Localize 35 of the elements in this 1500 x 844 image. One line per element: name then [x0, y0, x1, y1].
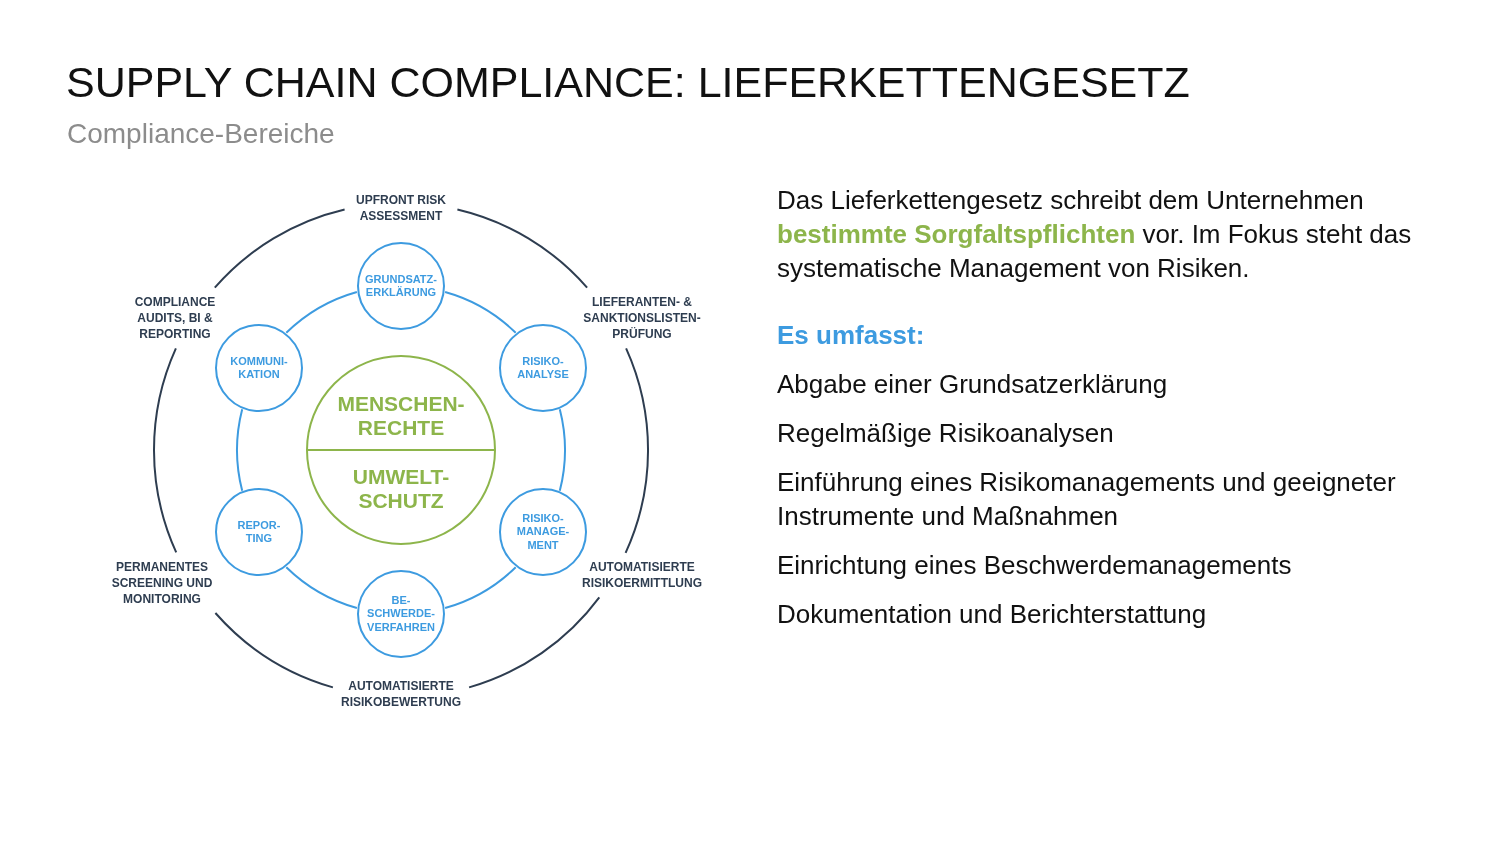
- arc-connector: [213, 208, 346, 289]
- arc-connector: [624, 347, 649, 554]
- arc-connector: [468, 596, 601, 689]
- ring-label: PERMANENTES SCREENING UND MONITORING: [106, 559, 218, 607]
- ring-label: LIEFERANTEN- & SANKTIONSLISTEN- PRÜFUNG: [580, 294, 704, 342]
- node-label: UMWELT- SCHUTZ: [352, 465, 450, 513]
- list-item: Einführung eines Risikomanagements und geeigneter Instrumente und Maßnahmen: [777, 466, 1397, 533]
- ring-label: UPFRONT RISK ASSESSMENT: [351, 192, 451, 224]
- node-label: MENSCHEN- RECHTE: [337, 392, 465, 440]
- ring-label: AUTOMATISIERTE RISIKOERMITTLUNG: [579, 559, 705, 591]
- node-label: REPOR- TING: [237, 518, 281, 546]
- title: SUPPLY CHAIN COMPLIANCE: LIEFERKETTENGESETZ: [66, 58, 1190, 107]
- list-item: Regelmäßige Risikoanalysen: [777, 417, 1115, 450]
- node-label: RISIKO- MANAGE- MENT: [516, 511, 570, 553]
- arc-connector: [236, 408, 244, 492]
- list-item: Abgabe einer Grundsatzerklärung: [777, 368, 1169, 401]
- list-item: Dokumentation und Berichterstattung: [777, 598, 1208, 631]
- node-label: KOMMUNI- KATION: [230, 354, 288, 382]
- ring-label: AUTOMATISIERTE RISIKOBEWERTUNG: [339, 678, 463, 710]
- node-label: BE- SCHWERDE- VERFAHREN: [367, 593, 435, 635]
- heading: Es umfasst:: [777, 319, 926, 352]
- arc-connector: [444, 291, 517, 334]
- node-label: GRUNDSATZ- ERKLÄRUNG: [365, 272, 437, 300]
- node-label: RISIKO- ANALYSE: [517, 354, 569, 382]
- arc-connector: [153, 347, 178, 554]
- arc-connector: [285, 291, 358, 334]
- paragraph: Das Lieferkettengesetz schreibt dem Unternehmen bestimmte Sorgfaltspflichten vor. Im Fokus steht das systematische Management von Risiken.: [777, 184, 1413, 285]
- arc-connector: [558, 408, 566, 492]
- ring-label: COMPLIANCE AUDITS, BI & REPORTING: [119, 294, 231, 342]
- arc-connector: [456, 208, 589, 289]
- list-item: Einrichtung eines Beschwerdemanagements: [777, 549, 1293, 582]
- arc-connector: [444, 566, 517, 609]
- arc-connector: [285, 566, 358, 609]
- arc-connector: [214, 612, 334, 689]
- subtitle: Compliance-Bereiche: [67, 118, 335, 150]
